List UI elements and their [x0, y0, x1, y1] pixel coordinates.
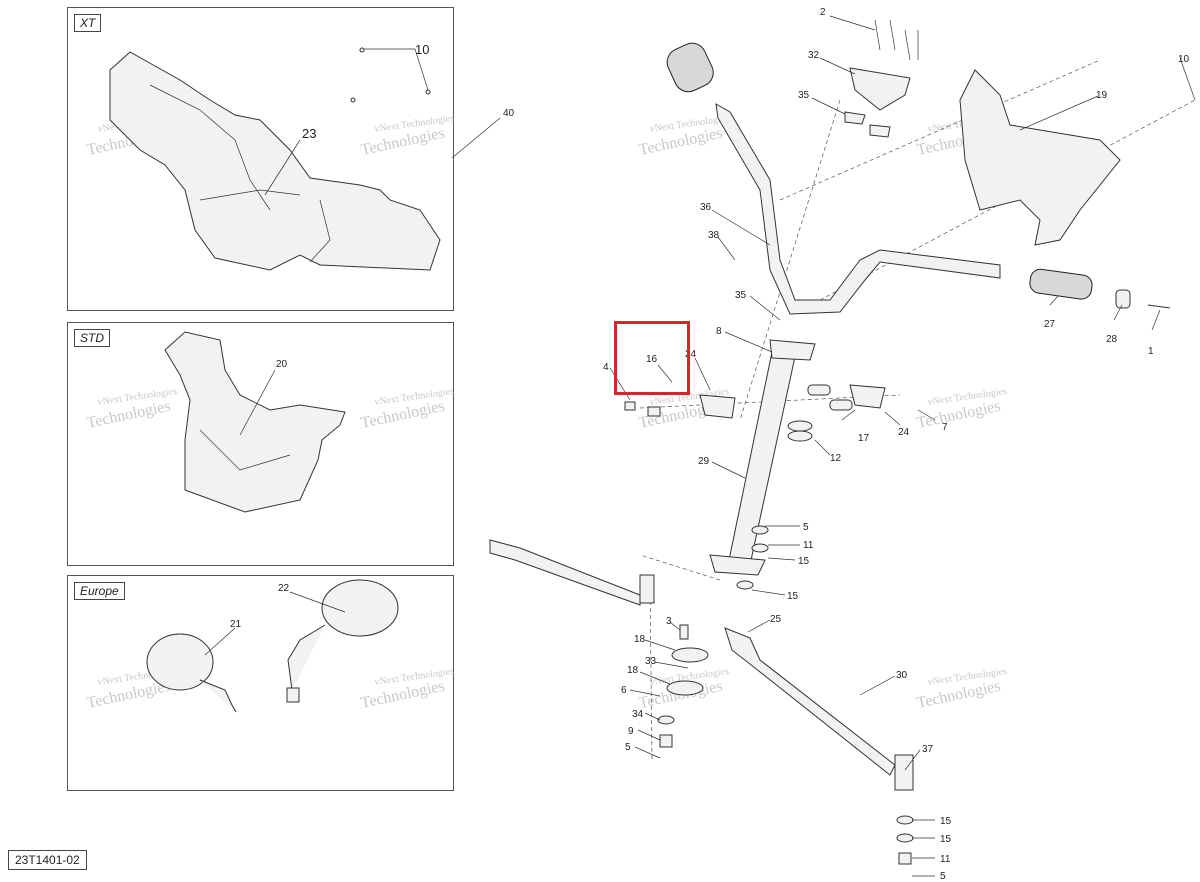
xt-screw2-icon — [425, 89, 431, 95]
callout-15c: 15 — [940, 816, 952, 827]
callout-5b: 5 — [625, 742, 631, 753]
callout-27: 27 — [1044, 319, 1056, 330]
callout-2: 2 — [820, 7, 826, 18]
bar-end-icon — [1115, 289, 1131, 309]
mirror-left-icon — [146, 633, 214, 691]
panel-xt-tag: XT — [74, 14, 102, 32]
callout-25: 25 — [770, 614, 782, 625]
handlebar-tube — [666, 42, 1171, 315]
callout-33: 33 — [645, 656, 657, 667]
callout-37: 37 — [922, 744, 934, 755]
callout-29: 29 — [698, 456, 710, 467]
panel-europe-tag: Europe — [74, 582, 125, 600]
callout-19: 19 — [1096, 90, 1108, 101]
callout-6: 6 — [621, 685, 627, 696]
callout-36: 36 — [700, 202, 712, 213]
xt-handlebar-cover — [109, 51, 441, 271]
callout-38: 38 — [708, 230, 720, 241]
panel-std-tag: STD — [74, 329, 110, 347]
left-grip-icon — [666, 42, 714, 93]
callout-11a: 11 — [803, 540, 814, 551]
reference-code: 23T1401-02 — [8, 850, 87, 870]
callout-35a: 35 — [798, 90, 810, 101]
highlight-box — [614, 321, 690, 395]
callout-18b: 18 — [627, 665, 639, 676]
callout-34: 34 — [632, 709, 644, 720]
callout-10: 10 — [1178, 54, 1190, 65]
callout-8: 8 — [716, 326, 722, 337]
callout-17: 17 — [858, 433, 870, 444]
xt-screw3-icon — [350, 97, 356, 103]
callout-5a: 5 — [803, 522, 809, 533]
tie-rods — [489, 539, 914, 791]
callout-1: 1 — [1148, 346, 1154, 357]
std-callouts: 20 — [239, 359, 288, 436]
callout-xt-23: 23 — [302, 126, 316, 141]
callout-32: 32 — [808, 50, 820, 61]
main-callouts: 2 32 35 10 19 36 38 35 27 28 1 8 4 16 24… — [603, 7, 1196, 882]
callout-24a: 24 — [685, 349, 697, 360]
callout-30: 30 — [896, 670, 908, 681]
callout-15d: 15 — [940, 834, 952, 845]
callout-12: 12 — [830, 453, 842, 464]
std-handlebar-cover — [164, 331, 346, 513]
steering-column — [624, 339, 886, 576]
callout-24b: 24 — [898, 427, 910, 438]
callout-europe-21: 21 — [230, 619, 242, 630]
europe-mirrors: 21 22 — [146, 579, 399, 713]
callout-35b: 35 — [735, 290, 747, 301]
callout-11b: 11 — [940, 854, 951, 865]
callout-xt-10: 10 — [415, 42, 429, 57]
callout-7: 7 — [942, 422, 948, 433]
callout-3: 3 — [666, 616, 672, 627]
xt-screw-icon — [359, 47, 365, 53]
callout-18a: 18 — [634, 634, 646, 645]
mirror-connector-icon — [286, 687, 300, 703]
callout-4: 4 — [603, 362, 609, 373]
panel-std: STD — [67, 322, 454, 566]
callout-europe-22: 22 — [278, 583, 290, 594]
callout-16: 16 — [646, 354, 658, 365]
callout-xt-40: 40 — [503, 108, 515, 119]
callout-15b: 15 — [787, 591, 799, 602]
callout-5c: 5 — [940, 871, 946, 882]
lower-hardware — [657, 525, 914, 865]
mirror-right-icon — [321, 579, 399, 637]
xt-callouts: 10 23 40 — [264, 42, 515, 196]
callout-28: 28 — [1106, 334, 1118, 345]
callout-std-20: 20 — [276, 359, 288, 370]
riser-bracket — [844, 19, 919, 138]
right-grip-icon — [1029, 268, 1093, 300]
callout-9: 9 — [628, 726, 634, 737]
callout-15a: 15 — [798, 556, 810, 567]
